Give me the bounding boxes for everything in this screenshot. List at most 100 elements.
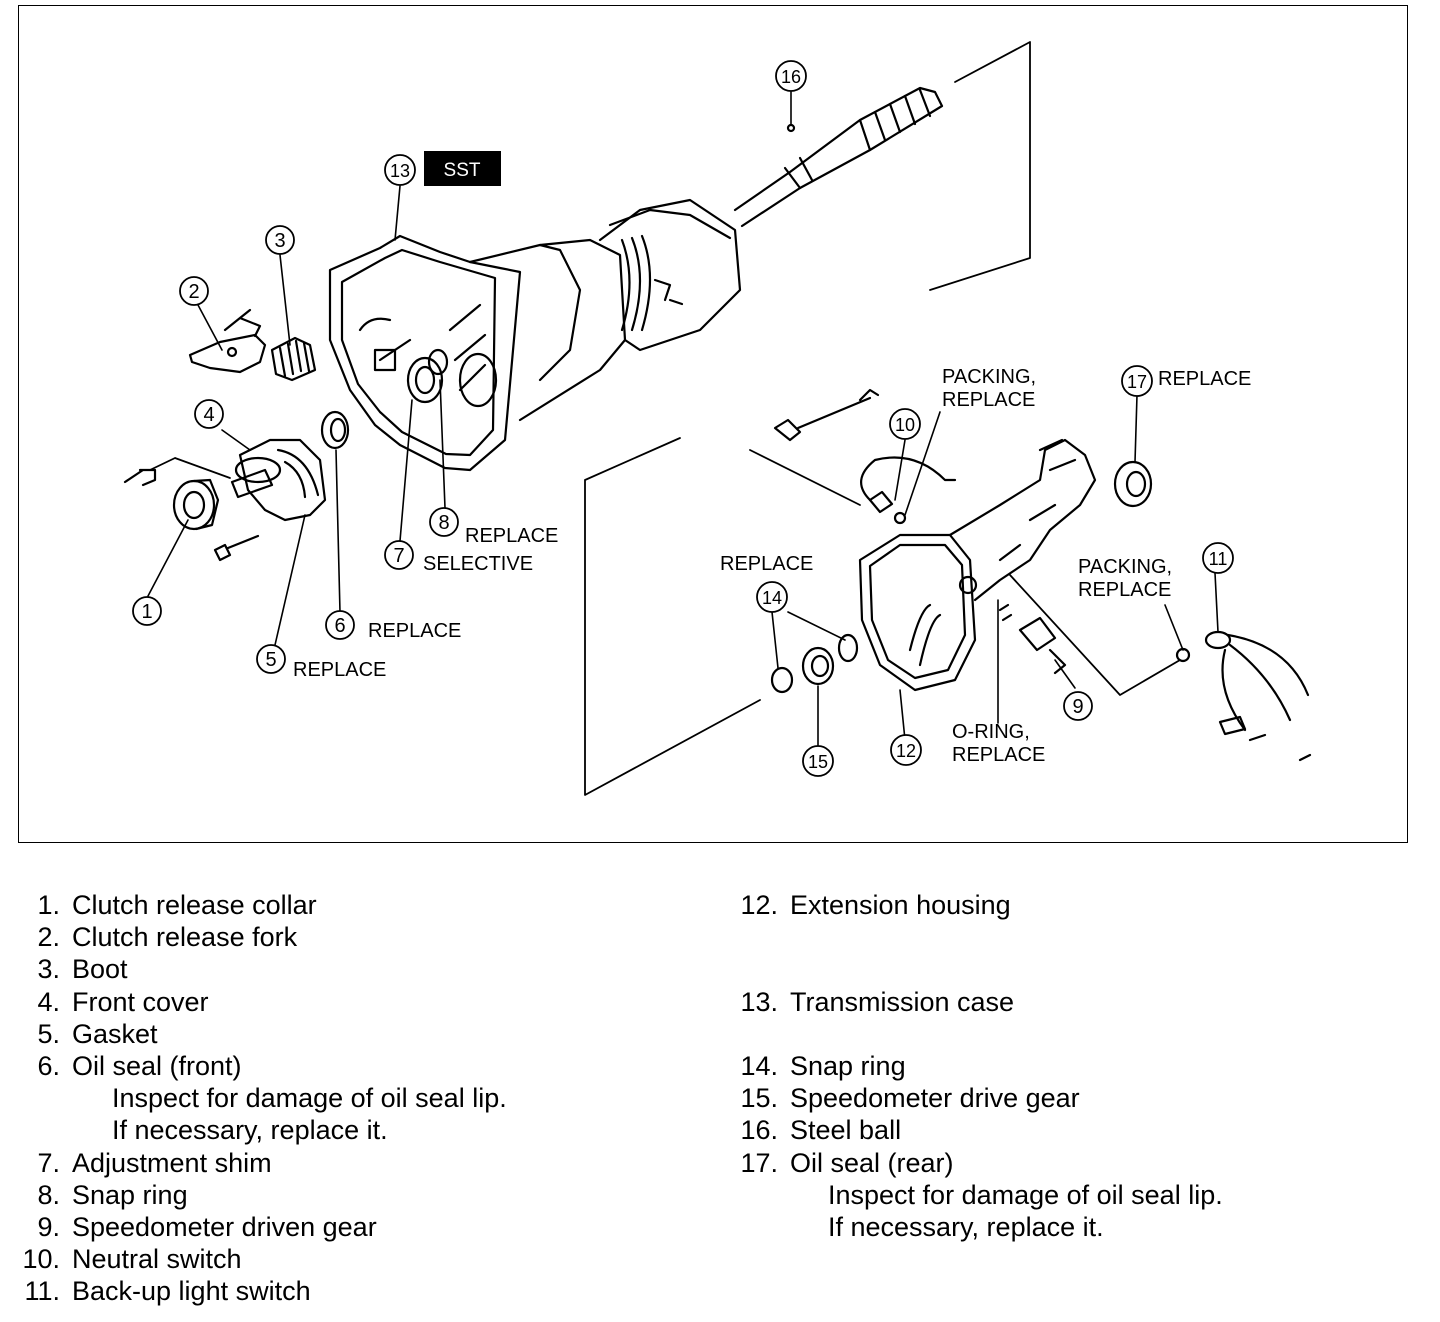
legend-item-label: Back-up light switch <box>72 1276 311 1307</box>
callout-numbers: 1 2 3 4 5 6 7 8 9 10 11 12 13 14 15 16 1… <box>141 67 1227 772</box>
legend-item-label: Transmission case <box>790 986 1015 1017</box>
mainshaft <box>733 86 944 228</box>
note-replace-17: REPLACE <box>1158 368 1251 390</box>
legend-item-label: Gasket <box>72 1018 158 1049</box>
legend-item-number: 16. <box>740 1115 778 1146</box>
callout-3: 3 <box>274 230 285 252</box>
legend-item: 9. Speedometer driven gear <box>0 1211 700 1243</box>
legend-item-label: Clutch release fork <box>72 922 298 953</box>
sst-box <box>424 151 501 186</box>
legend-right: 12. Extension housing 13. Transmission case… <box>700 889 1440 1243</box>
legend-item: 14. Snap ring <box>700 1050 1440 1082</box>
legend-item-label: Speedometer driven gear <box>72 1211 377 1242</box>
legend-item-number: 1. <box>37 890 60 920</box>
legend-item-number: 17. <box>740 1147 778 1178</box>
note-packing-11-a: PACKING, <box>1078 556 1172 578</box>
long-bolt <box>773 388 880 442</box>
callout-15: 15 <box>808 752 828 772</box>
legend-item: 11.Back-up light switch <box>0 1275 700 1307</box>
legend-item-label: Oil seal (front) <box>72 1050 242 1081</box>
legend-item-label: Extension housing <box>790 890 1011 920</box>
legend-item-number: 4. <box>37 986 60 1017</box>
legend-item: 6.Oil seal (front) <box>0 1050 700 1082</box>
legend-item: 13. Transmission case <box>700 986 1440 1018</box>
legend-item-label: Steel ball <box>790 1115 902 1146</box>
legend-item-label: Boot <box>72 954 128 985</box>
legend-item-label: Oil seal (rear) <box>790 1147 954 1178</box>
legend-item <box>700 953 1440 985</box>
legend-item-label: Snap ring <box>72 1179 188 1210</box>
callout-6: 6 <box>334 615 345 637</box>
snap-ring-rear <box>837 633 859 663</box>
front-cover <box>230 438 327 522</box>
legend-item: 5.Gasket <box>0 1018 700 1050</box>
callout-13: 13 <box>390 161 410 181</box>
note-packing-11-b: REPLACE <box>1078 579 1171 601</box>
legend-item: 12. Extension housing <box>700 889 1440 921</box>
oil-seal-rear <box>1113 460 1153 508</box>
callout-2: 2 <box>188 281 199 303</box>
callout-7: 7 <box>393 545 404 567</box>
legend-item-label: Speedometer drive gear <box>790 1083 1080 1114</box>
legend-item-number: 2. <box>37 922 60 953</box>
note-replace-8: REPLACE <box>465 525 558 547</box>
legend-item: 17. Oil seal (rear) <box>700 1147 1440 1179</box>
legend-item-number: 15. <box>740 1083 778 1114</box>
legend-item: If necessary, replace it. <box>0 1114 700 1146</box>
legend-item-number: 14. <box>740 1050 778 1081</box>
legend-item-number: 13. <box>740 986 778 1017</box>
legend-item: 4.Front cover <box>0 986 700 1018</box>
legend-item-label: Neutral switch <box>72 1244 242 1275</box>
legend-item <box>700 1018 1440 1050</box>
legend-item: 7.Adjustment shim <box>0 1147 700 1179</box>
clutch-release-collar <box>172 478 220 531</box>
legend-item-note: Inspect for damage of oil seal lip. <box>828 1179 1223 1210</box>
note-packing-10-a: PACKING, <box>942 366 1036 388</box>
bolt-left <box>123 468 157 487</box>
legend-item-number: 9. <box>37 1211 60 1242</box>
note-oring-b: REPLACE <box>952 744 1045 766</box>
callout-11: 11 <box>1209 549 1228 569</box>
note-selective-7: SELECTIVE <box>423 553 533 575</box>
callout-16: 16 <box>781 67 801 87</box>
legend-item-number: 7. <box>37 1147 60 1178</box>
speedometer-driven-gear <box>998 603 1067 675</box>
legend-item: 16. Steel ball <box>700 1114 1440 1146</box>
callout-14: 14 <box>762 588 782 608</box>
note-oring-a: O-RING, <box>952 721 1030 743</box>
callout-4: 4 <box>203 404 214 426</box>
legend-item-number: 12. <box>740 890 778 920</box>
speedometer-drive-gear <box>801 646 835 686</box>
annotation-notes: REPLACE SELECTIVE REPLACE REPLACE REPLAC… <box>293 366 1251 766</box>
callout-10: 10 <box>895 415 915 435</box>
legend-item-note: If necessary, replace it. <box>828 1211 1104 1242</box>
diagram-frame <box>18 5 1408 843</box>
legend-item-number: 10. <box>22 1244 60 1275</box>
legend-item: 15. Speedometer drive gear <box>700 1082 1440 1114</box>
legend-item-label: Snap ring <box>790 1050 906 1081</box>
legend-item: 3.Boot <box>0 953 700 985</box>
transmission-case <box>328 198 742 472</box>
legend-item: 2. Clutch release fork <box>0 921 700 953</box>
callout-circles <box>132 60 1234 777</box>
note-replace-5: REPLACE <box>293 659 386 681</box>
oil-seal-front <box>320 410 350 450</box>
legend-item: 8. Snap ring <box>0 1179 700 1211</box>
legend-item-number: 8. <box>37 1179 60 1210</box>
back-up-light-switch <box>1175 630 1312 762</box>
note-packing-10-b: REPLACE <box>942 389 1035 411</box>
neutral-switch <box>860 456 957 525</box>
clutch-release-fork <box>188 308 267 374</box>
exploded-view-diagram: SST 1 2 3 4 5 6 7 8 9 10 11 12 13 14 15 <box>123 41 1312 796</box>
leader-lines <box>147 91 1219 746</box>
note-replace-6: REPLACE <box>368 620 461 642</box>
callout-1: 1 <box>141 601 152 623</box>
bolt-cover <box>213 534 260 562</box>
callout-5: 5 <box>265 649 276 671</box>
callout-17: 17 <box>1127 372 1147 392</box>
callout-9: 9 <box>1072 696 1083 718</box>
legend-item: If necessary, replace it. <box>700 1211 1440 1243</box>
legend-item-label: Clutch release collar <box>72 890 317 920</box>
projection-lines <box>149 41 1181 796</box>
legend-item <box>700 921 1440 953</box>
